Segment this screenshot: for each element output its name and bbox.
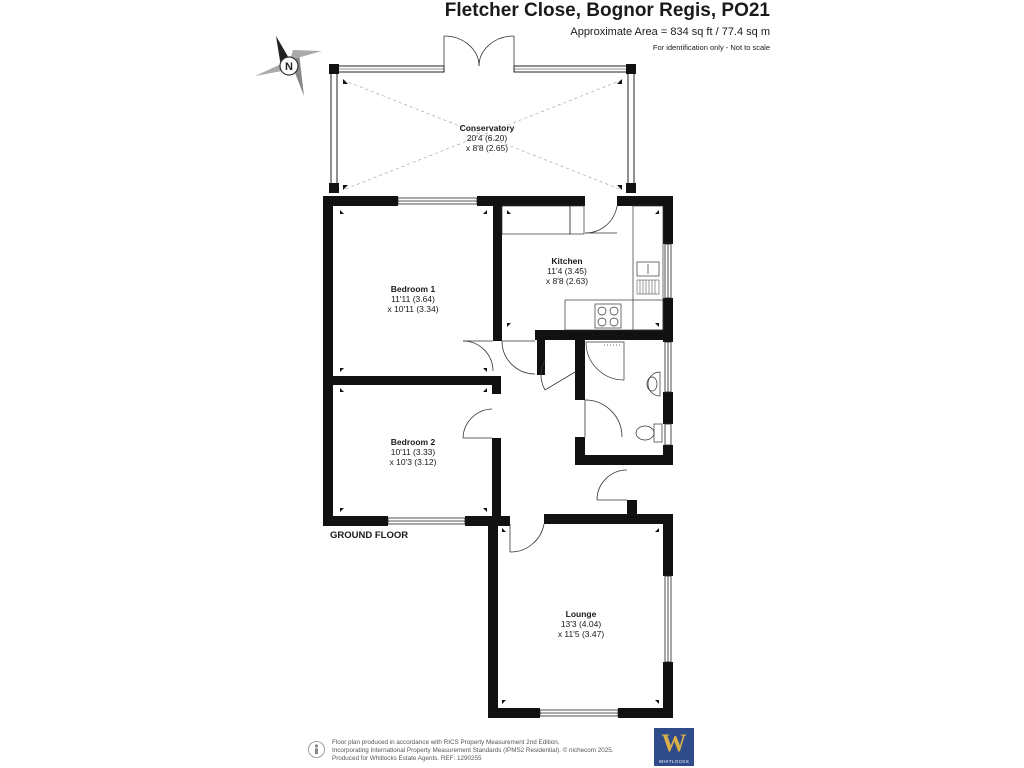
floor-label: GROUND FLOOR [330, 530, 408, 541]
ipms-person-icon [308, 741, 325, 758]
hob-icon [594, 303, 622, 329]
room-name-conservatory: Conservatory [460, 123, 515, 133]
toilet-icon [635, 423, 663, 443]
room-name-bedroom1: Bedroom 1 [391, 284, 436, 294]
drainer-icon [636, 279, 660, 295]
room-dim1-lounge: 13'3 (4.04) [561, 619, 602, 629]
footer-line3: Produced for Whitlocks Estate Agents. RE… [332, 755, 482, 763]
windows [387, 197, 672, 717]
room-dim2-bedroom2: x 10'3 (3.12) [390, 457, 437, 467]
room-dim2-bedroom1: x 10'11 (3.34) [387, 304, 438, 314]
kitchen-fittings [501, 205, 664, 331]
room-dim1-conservatory: 20'4 (6.20) [467, 133, 508, 143]
basin-icon [646, 371, 661, 397]
shower-icon [585, 341, 625, 381]
room-dim1-kitchen: 11'4 (3.45) [547, 266, 587, 276]
room-dim2-kitchen: x 8'8 (2.63) [546, 276, 588, 286]
logo-letter: W [661, 730, 687, 757]
property-title: Fletcher Close, Bognor Regis, PO21 [444, 0, 770, 21]
room-dim2-lounge: x 11'5 (3.47) [558, 629, 605, 639]
agent-logo: W WHITLOCKS [654, 728, 694, 766]
footer-line2: Incorporating International Property Mea… [332, 747, 614, 755]
footer-text: Floor plan produced in accordance with R… [332, 739, 652, 764]
approximate-area: Approximate Area = 834 sq ft / 77.4 sq m [570, 26, 770, 38]
scale-note: For identification only - Not to scale [652, 43, 770, 52]
compass-icon: N [255, 36, 322, 96]
bathroom-fittings [585, 341, 663, 443]
sink-icon [636, 261, 660, 277]
room-name-kitchen: Kitchen [551, 256, 582, 266]
measurement-ticks [340, 79, 659, 704]
conservatory-door-icon [443, 35, 515, 67]
room-dim1-bedroom2: 10'11 (3.33) [391, 447, 436, 457]
room-name-bedroom2: Bedroom 2 [391, 437, 436, 447]
room-name-lounge: Lounge [566, 609, 597, 619]
house-walls [323, 196, 673, 718]
room-dim1-bedroom1: 11'11 (3.64) [391, 294, 435, 304]
room-dim2-conservatory: x 8'8 (2.65) [466, 143, 508, 153]
logo-text: WHITLOCKS [658, 759, 690, 764]
footer-line1: Floor plan produced in accordance with R… [332, 739, 560, 746]
door-swings [462, 205, 628, 553]
compass-north-label: N [285, 61, 293, 73]
